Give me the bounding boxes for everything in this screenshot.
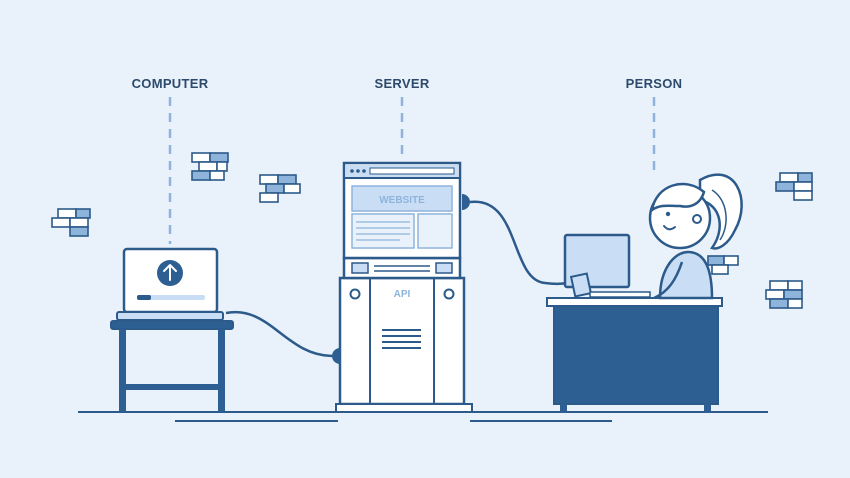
cables — [225, 200, 571, 358]
website-text: WEBSITE — [379, 195, 425, 206]
label-connectors — [168, 97, 656, 244]
laptop — [116, 247, 224, 321]
person-label: PERSON — [625, 76, 683, 91]
api-text: API — [394, 289, 411, 300]
upload-progress-bar — [137, 295, 151, 300]
person — [648, 173, 743, 300]
monitor — [563, 233, 651, 298]
brick-wall-icon — [191, 152, 229, 181]
computer-label: COMPUTER — [131, 76, 209, 91]
server-monitor-cable — [469, 200, 571, 286]
brick-wall-icon — [51, 208, 91, 237]
brick-wall-icon — [259, 174, 301, 203]
brick-wall-icon — [775, 172, 813, 201]
brick-wall-icon — [707, 255, 739, 275]
server-vent — [382, 329, 421, 349]
laptop-server-cable — [225, 310, 333, 358]
computer-table — [110, 320, 234, 412]
keyboard — [589, 291, 651, 298]
floor — [78, 411, 768, 422]
server — [332, 161, 473, 413]
upload-arrow-icon — [157, 260, 183, 286]
website-banner — [351, 185, 453, 212]
person-desk — [546, 297, 723, 413]
brick-wall-icon — [765, 280, 803, 309]
server-label: SERVER — [374, 76, 430, 91]
